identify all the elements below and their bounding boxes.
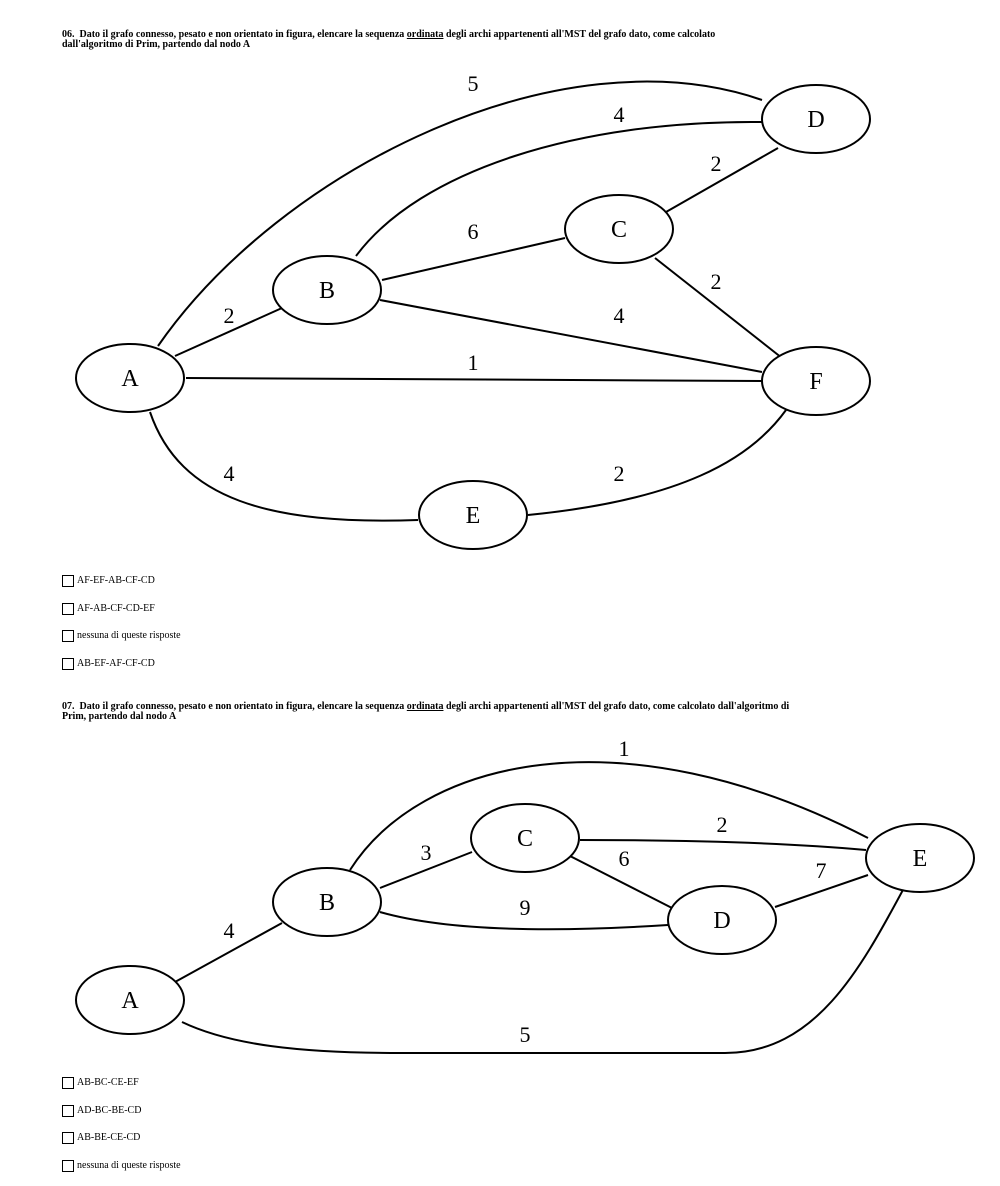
question-text-line2: dall'algoritmo di Prim, partendo dal nod…	[62, 39, 251, 50]
question-text-underlined: ordinata	[406, 701, 444, 712]
node-E	[418, 480, 528, 550]
checkbox[interactable]	[62, 602, 74, 615]
weight-BE: 1	[619, 736, 630, 761]
weight-AD: 5	[468, 71, 479, 96]
question-text-line2: Prim, partendo dal nodo A	[62, 711, 177, 722]
node-B-label: B	[319, 278, 335, 304]
edge-AB	[174, 307, 283, 357]
edge-DE	[774, 874, 869, 908]
question-07-text: 07. Dato il grafo connesso, pesato e non…	[62, 702, 992, 722]
option-07-1[interactable]: AB-BC-CE-EF	[62, 1076, 181, 1090]
question-text-underlined: ordinata	[406, 29, 444, 40]
node-B	[272, 255, 382, 325]
weight-CD: 2	[711, 151, 722, 176]
question-06-text: 06. Dato il grafo connesso, pesato e non…	[62, 30, 992, 50]
question-number: 06.	[62, 29, 75, 40]
option-label: nessuna di queste risposte	[77, 1159, 181, 1171]
node-E-label: E	[466, 503, 481, 529]
question-number: 07.	[62, 701, 75, 712]
checkbox[interactable]	[62, 1104, 74, 1117]
option-label: AB-EF-AF-CF-CD	[77, 657, 155, 669]
option-label: AD-BC-BE-CD	[77, 1104, 142, 1116]
checkbox[interactable]	[62, 630, 74, 642]
option-label: AF-AB-CF-CD-EF	[77, 602, 155, 614]
edge-CD	[665, 147, 779, 213]
edge-CF	[654, 257, 783, 359]
node-B-label: B	[319, 890, 335, 916]
weight-BC: 6	[468, 219, 479, 244]
option-label: AF-EF-AB-CF-CD	[77, 575, 155, 586]
node-C-label: C	[611, 217, 627, 243]
node-A	[75, 343, 185, 413]
question-text-before: Dato il grafo connesso, pesato e non ori…	[79, 29, 405, 40]
node-A	[75, 965, 185, 1035]
checkbox[interactable]	[62, 1132, 74, 1144]
checkbox[interactable]	[62, 575, 74, 587]
edge-AE	[181, 887, 905, 1054]
weight-BD: 4	[614, 102, 625, 127]
option-label: nessuna di queste risposte	[77, 630, 181, 641]
graph-07: A B C D E 1 2 3 6 7 9 4 5	[75, 736, 975, 1054]
weight-BC: 3	[421, 840, 432, 865]
question-text-after: degli archi appartenenti all'MST del gra…	[445, 29, 716, 40]
option-06-1[interactable]: AF-EF-AB-CF-CD	[62, 574, 181, 588]
node-F	[761, 346, 871, 416]
node-D-label: D	[713, 908, 730, 934]
option-label: AB-BE-CE-CD	[77, 1132, 141, 1143]
edge-BD	[355, 120, 763, 257]
option-06-4[interactable]: AB-EF-AF-CF-CD	[62, 657, 181, 671]
node-D	[761, 84, 871, 154]
checkbox[interactable]	[62, 657, 74, 670]
option-07-2[interactable]: AD-BC-BE-CD	[62, 1104, 181, 1118]
edge-BF	[379, 299, 763, 373]
weight-AB: 2	[224, 303, 235, 328]
edge-CD	[569, 855, 673, 909]
weight-AB: 4	[224, 918, 235, 943]
checkbox[interactable]	[62, 1077, 74, 1089]
question-text-after: degli archi appartenenti all'MST del gra…	[445, 701, 790, 712]
option-label: AB-BC-CE-EF	[77, 1077, 139, 1088]
weight-DE: 7	[816, 858, 827, 883]
node-C	[470, 803, 580, 873]
question-text-before: Dato il grafo connesso, pesato e non ori…	[79, 701, 405, 712]
option-06-3[interactable]: nessuna di queste risposte	[62, 629, 181, 643]
weight-AE: 5	[520, 1022, 531, 1047]
checkbox[interactable]	[62, 1159, 74, 1172]
weight-AF: 1	[468, 350, 479, 375]
edge-CE	[579, 839, 867, 851]
edge-BC	[381, 237, 566, 281]
node-D-label: D	[807, 107, 824, 133]
option-07-3[interactable]: AB-BE-CE-CD	[62, 1131, 181, 1145]
node-A-label: A	[121, 366, 139, 392]
question-06-options: AF-EF-AB-CF-CD AF-AB-CF-CD-EF nessuna di…	[62, 574, 181, 684]
weight-BF: 4	[614, 303, 625, 328]
option-07-4[interactable]: nessuna di queste risposte	[62, 1159, 181, 1173]
edge-AF	[185, 377, 763, 382]
node-D	[667, 885, 777, 955]
graph-06: A B C D E F 5 4 2 6 2 2 4 1 4 2	[75, 71, 871, 550]
edge-BC	[379, 851, 473, 889]
edge-AB	[174, 922, 283, 983]
node-C	[564, 194, 674, 264]
edge-BE	[349, 761, 869, 871]
weight-CF: 2	[711, 269, 722, 294]
weight-EF: 2	[614, 461, 625, 486]
node-B	[272, 867, 382, 937]
edge-BD	[379, 911, 669, 931]
question-07-options: AB-BC-CE-EF AD-BC-BE-CD AB-BE-CE-CD ness…	[62, 1076, 181, 1186]
weight-CD: 6	[619, 846, 630, 871]
weight-CE: 2	[717, 812, 728, 837]
edge-AD	[157, 80, 763, 347]
weight-AE: 4	[224, 461, 235, 486]
edge-EF	[527, 409, 787, 516]
option-06-2[interactable]: AF-AB-CF-CD-EF	[62, 602, 181, 616]
node-E	[865, 823, 975, 893]
weight-BD: 9	[520, 895, 531, 920]
node-A-label: A	[121, 988, 139, 1014]
node-C-label: C	[517, 826, 533, 852]
edge-AE	[149, 411, 419, 522]
node-F-label: F	[809, 369, 822, 395]
node-E-label: E	[913, 846, 928, 872]
